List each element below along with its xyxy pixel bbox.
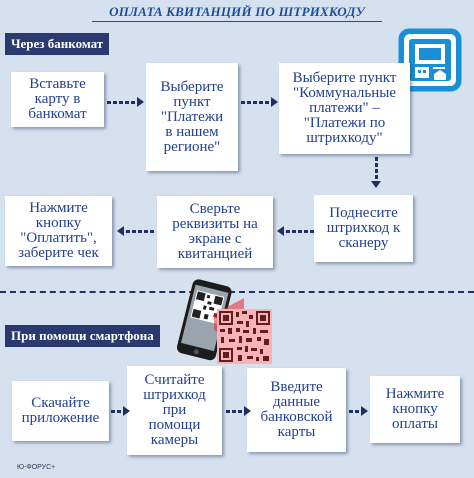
atm-step-choose-utilities: Выберите пункт "Коммунальные платежи" – … — [279, 63, 410, 154]
phone-step-press-pay: Нажмите кнопку оплаты — [370, 376, 460, 443]
page-title: ОПЛАТА КВИТАНЦИЙ ПО ШТРИХКОДУ — [109, 4, 365, 19]
flow-arrow — [371, 157, 381, 188]
flow-arrow — [107, 97, 144, 107]
flow-arrow — [349, 406, 368, 416]
phone-step-scan-barcode: Считайте штрихкод при помощи камеры — [127, 366, 222, 455]
flow-arrow — [277, 226, 314, 236]
barcode-icon — [217, 309, 272, 364]
atm-step-insert-card: Вставьте карту в банкомат — [11, 72, 104, 127]
phone-section-label: При помощи смартфона — [5, 325, 160, 347]
atm-step-choose-payments: Выберите пункт "Платежи в нашем регионе" — [146, 63, 238, 171]
atm-step-hold-barcode: Поднесите штрихкод к сканеру — [314, 195, 413, 262]
atm-section-label: Через банкомат — [5, 33, 110, 55]
flow-arrow — [111, 406, 130, 416]
flow-arrow — [117, 226, 154, 236]
phone-step-download-app: Скачайте приложение — [12, 381, 109, 441]
atm-step-check-details: Сверьте реквизиты на экране с квитанцией — [157, 196, 273, 268]
flow-arrow — [241, 97, 278, 107]
atm-icon — [398, 28, 462, 92]
section-divider — [0, 291, 474, 293]
flow-arrow — [226, 406, 251, 416]
phone-step-enter-card: Введите данные банковской карты — [247, 368, 346, 452]
title-underline — [92, 21, 382, 22]
atm-step-press-pay: Нажмите кнопку "Оплатить", заберите чек — [5, 196, 112, 266]
footer-logo: Ю-ФОРУС+ — [17, 464, 56, 471]
